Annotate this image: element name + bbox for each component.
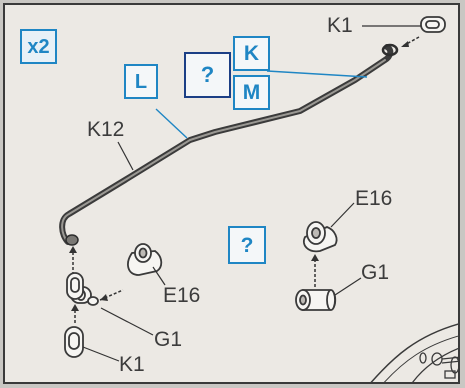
e16-retainer-left xyxy=(127,243,163,276)
label-k12: K12 xyxy=(87,118,125,141)
label-g1-left: G1 xyxy=(154,328,183,351)
rod-eye-top xyxy=(381,43,399,57)
g1-bushing-right xyxy=(295,289,337,311)
query-box-mid: ? xyxy=(228,226,266,264)
assembly-drawing xyxy=(59,16,458,382)
e16-retainer-right xyxy=(303,221,338,253)
e16-right-leader xyxy=(330,202,355,228)
k1-clip-bottom xyxy=(64,326,84,358)
rod-eye-bottom xyxy=(65,234,79,246)
e16-left-leader xyxy=(152,266,166,286)
label-k1-top: K1 xyxy=(327,14,353,37)
tag-k: K xyxy=(233,36,270,71)
query-box-top: ? xyxy=(184,52,231,98)
label-e16-right: E16 xyxy=(355,187,393,210)
label-g1-right: G1 xyxy=(361,261,390,284)
g1-right-leader xyxy=(334,277,362,296)
k1-clip-top xyxy=(420,16,446,33)
instruction-sheet: x2 L ? K M ? K1 K12 E16 G1 K1 E16 G1 xyxy=(3,3,460,384)
k12-leader xyxy=(117,141,134,171)
g1-left-leader xyxy=(100,307,154,336)
k1-clip-left xyxy=(66,272,84,300)
label-k1-bottom: K1 xyxy=(119,353,145,376)
quantity-badge: x2 xyxy=(20,29,57,64)
tag-m: M xyxy=(233,75,270,110)
vehicle-body-outline xyxy=(370,323,458,382)
tag-leader-km xyxy=(266,70,368,78)
label-e16-left: E16 xyxy=(163,284,201,307)
vehicle-bracket-detail xyxy=(419,352,458,379)
tag-l: L xyxy=(124,64,158,99)
k1-bottom-leader xyxy=(82,346,120,362)
tag-leader-l xyxy=(155,108,188,139)
